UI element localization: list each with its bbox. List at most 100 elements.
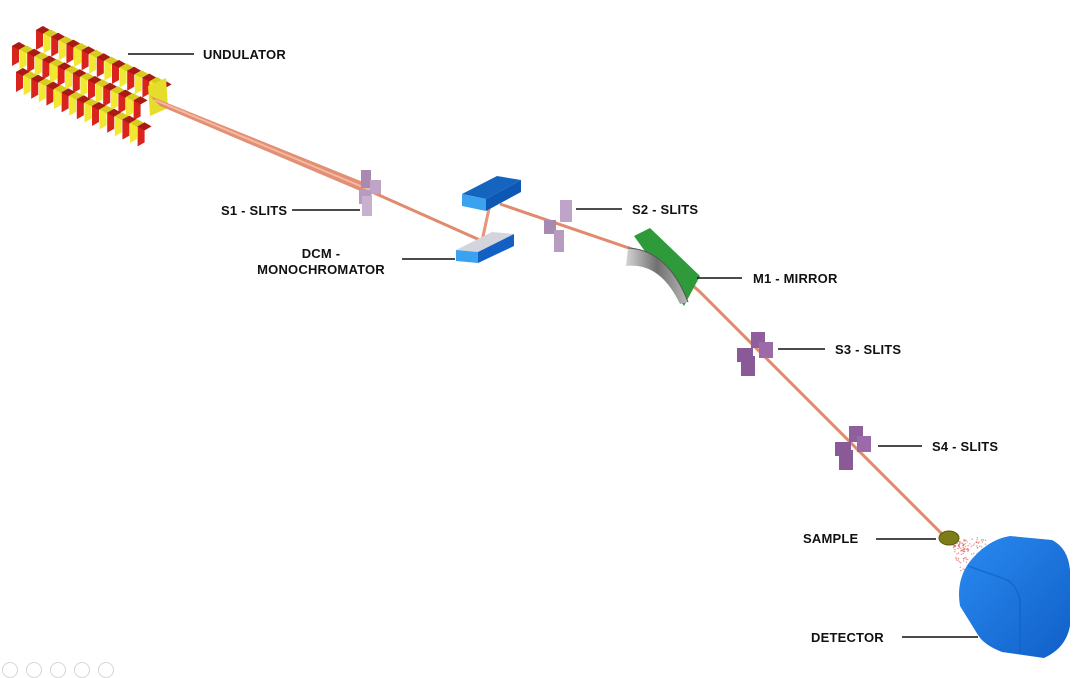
slide-nav-dots [2,662,114,678]
scatter-dot [969,543,971,545]
scatter-dot [964,545,966,548]
slide-nav-dot[interactable] [74,662,90,678]
scatter-dot [956,553,958,555]
scatter-dot [958,561,960,563]
slide-nav-dot[interactable] [98,662,114,678]
label-s4-slits: S4 - SLITS [932,439,999,454]
scatter-dot [965,558,967,560]
scatter-dot [971,553,973,555]
label-s1-slits: S1 - SLITS [221,203,288,218]
scatter-dot [972,544,974,546]
scatter-dot [955,556,957,558]
undulator-magnet-top [137,122,152,131]
label-s2-slits: S2 - SLITS [632,202,699,217]
scatter-dot [963,560,965,562]
scatter-dot [976,545,978,547]
scatter-dot [981,541,984,543]
beam-dcm-internal [480,203,492,242]
slide-nav-dot[interactable] [50,662,66,678]
scatter-dot [981,539,983,541]
scatter-dot [964,539,966,541]
scatter-dot [960,569,962,572]
scatter-dot [954,548,956,551]
scatter-dot [959,566,961,568]
scatter-dot [957,557,960,560]
beam-mirror-to-sample [663,258,946,538]
scatter-dot [962,568,964,570]
scatter-dot [966,541,968,543]
m1-mirror [626,228,700,306]
scatter-dot [961,542,963,544]
scatter-dot [962,544,964,547]
scatter-dot [957,559,959,561]
scatter-dot [982,539,985,541]
scatter-dot [964,557,966,559]
scatter-dot [966,558,969,561]
undulator [12,26,172,147]
scatter-dot [952,546,955,549]
scatter-dot [977,542,979,544]
scatter-dot [960,547,962,549]
scatter-dot [971,538,973,540]
scatter-dot [960,553,963,556]
scatter-dot [984,543,987,545]
scatter-dot [959,562,962,564]
scatter-dot [979,545,981,547]
s3-slits [737,332,773,376]
label-dcm-line2: MONOCHROMATOR [257,262,385,277]
scatter-dot [955,557,957,560]
s1-slits [359,170,381,216]
scatter-dot [976,537,978,539]
s2-slits [544,200,572,252]
detector [959,536,1070,658]
slide-nav-dot[interactable] [26,662,42,678]
scatter-dot [958,540,960,543]
scatter-dot [964,543,966,545]
label-sample: SAMPLE [803,531,859,546]
label-m1-mirror: M1 - MIRROR [753,271,838,286]
scatter-dot [961,549,963,551]
scatter-dot [962,552,964,555]
undulator-magnet-top [119,63,134,72]
scatter-dot [976,539,978,541]
label-dcm-line1: DCM - [301,246,341,261]
scatter-dot [953,546,956,548]
scatter-dot [958,543,961,546]
scatter-dot [965,561,968,563]
label-detector: DETECTOR [811,630,884,645]
label-s3-slits: S3 - SLITS [835,342,902,357]
scatter-dot [967,545,969,547]
dcm-monochromator [456,176,521,263]
scatter-dot [973,552,975,554]
undulator-magnet-top [133,96,148,105]
scatter-dot [956,542,958,545]
scatter-dot [984,539,987,541]
scatter-dot [978,541,980,543]
scatter-dot [967,548,969,550]
scatter-dot [958,546,961,548]
slide-nav-dot[interactable] [2,662,18,678]
scatter-dot [954,551,956,553]
scatter-dot [976,546,979,549]
scatter-dot [962,546,964,549]
label-dcm-monochromator: DCM - MONOCHROMATOR [249,246,393,278]
scatter-dot [980,546,983,548]
scatter-dot [963,549,966,551]
beam-highlight [154,99,371,191]
s4-slits [835,426,871,470]
scatter-dot [963,551,965,553]
beam-s1-to-dcm [371,190,483,243]
scatter-dot [957,552,960,554]
scatter-dot [967,549,969,552]
label-undulator: UNDULATOR [203,47,286,62]
scatter-dot [956,559,958,561]
scatter-dot [975,541,977,543]
scatter-dot [970,545,972,547]
scatter-dot [954,545,957,547]
scatter-dot [957,547,959,550]
leader-lines [128,53,978,638]
sample [938,530,960,546]
scatter-dot [965,556,967,559]
scatter-dot [973,543,975,545]
